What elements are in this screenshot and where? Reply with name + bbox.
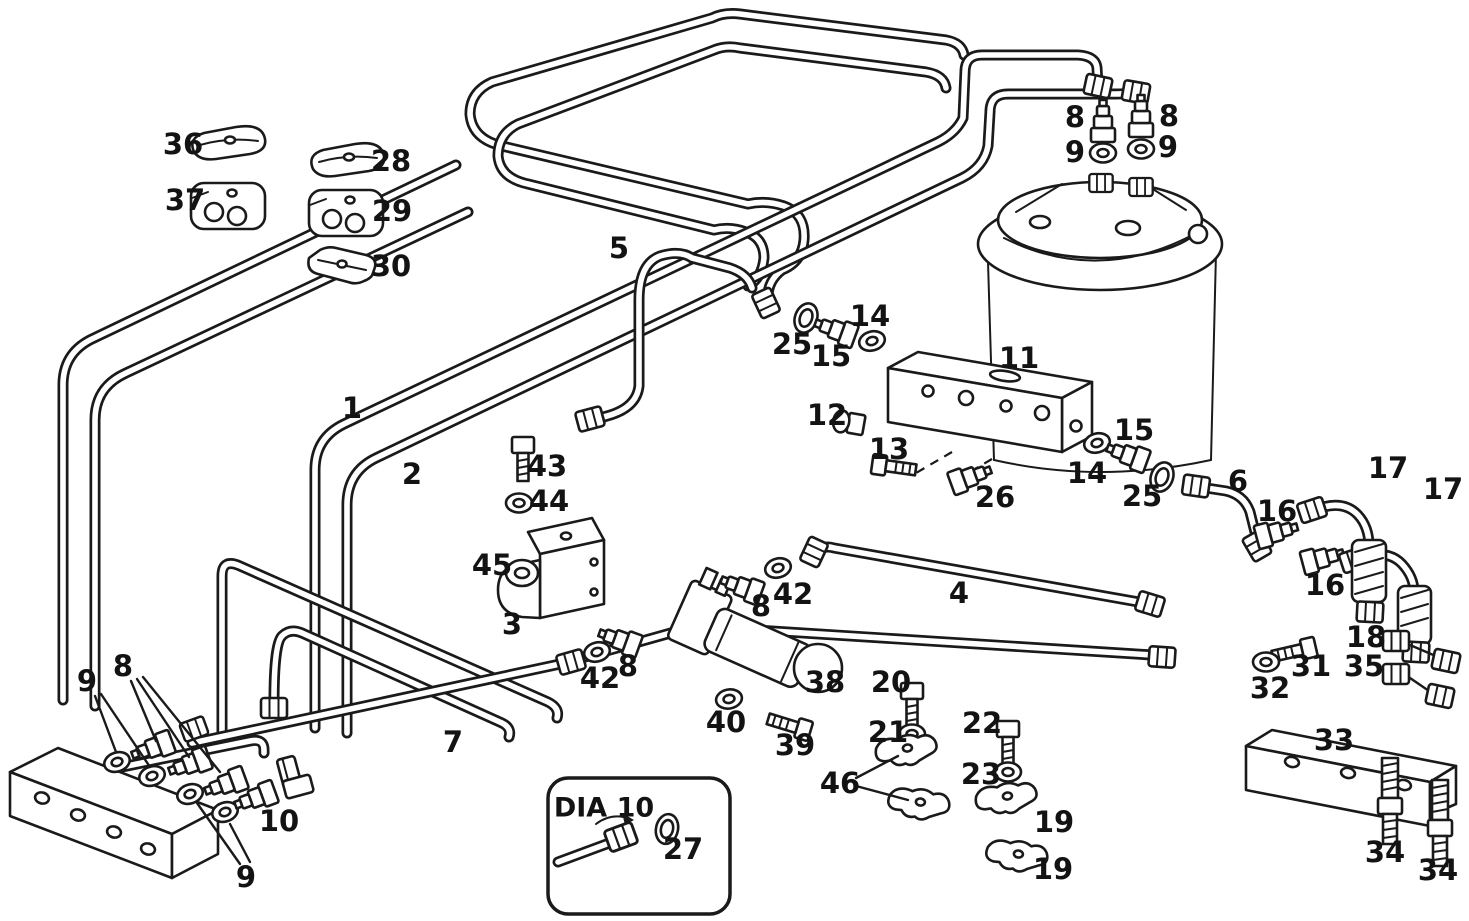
- part-label-8: 8: [1065, 100, 1085, 134]
- fuel-filter: [976, 172, 1224, 473]
- part-label-4: 4: [949, 576, 969, 610]
- part-label-35: 35: [1344, 649, 1384, 683]
- union-fitting-8: [1089, 98, 1117, 144]
- part-label-42: 42: [580, 661, 620, 695]
- filter-inlet-fittings: [1081, 72, 1156, 164]
- clamp-36: [191, 124, 267, 161]
- part-label-46: 46: [820, 766, 860, 800]
- part-label-17: 17: [1368, 451, 1408, 485]
- washer-9: [1126, 138, 1156, 160]
- part-label-39: 39: [775, 728, 815, 762]
- part-label-29: 29: [372, 194, 412, 228]
- part-label-8: 8: [1159, 99, 1179, 133]
- pipe-end-nut: [1133, 589, 1167, 619]
- part-label-30: 30: [371, 249, 411, 283]
- part-label-28: 28: [371, 144, 411, 178]
- junction-block-11: [886, 350, 1094, 481]
- leader-lines: [93, 675, 910, 866]
- clamp-46: [885, 784, 953, 824]
- stub-nut: [259, 696, 289, 720]
- part-label-34: 34: [1365, 835, 1405, 869]
- nut-18-mate: [1429, 647, 1463, 675]
- filter-boss-nut: [1088, 172, 1114, 194]
- part-label-10: 10: [259, 804, 299, 838]
- stud-34: [1376, 756, 1404, 846]
- part-label-12: 12: [807, 398, 847, 432]
- part-label-20: 20: [871, 665, 911, 699]
- part-label-5: 5: [609, 231, 629, 265]
- part-label-33: 33: [1314, 723, 1354, 757]
- pipe-end-nut: [573, 404, 607, 434]
- nut-18: [1381, 629, 1411, 653]
- pipe-end-nut: [1147, 644, 1177, 670]
- manifold-block-left: [8, 746, 220, 880]
- part-label-9: 9: [1158, 130, 1178, 164]
- left-fitting-cluster: [100, 696, 315, 827]
- part-label-27: 27: [663, 832, 703, 866]
- part-label-9: 9: [77, 664, 97, 698]
- part-label-44: 44: [529, 484, 569, 518]
- washer-9: [1088, 142, 1118, 164]
- part-label-23: 23: [961, 757, 1001, 791]
- part-label-6: 6: [1228, 464, 1248, 498]
- washer-32: [1251, 651, 1281, 673]
- part-label-14: 14: [850, 299, 890, 333]
- filter-boss-nut: [1128, 176, 1154, 198]
- part-label-8: 8: [751, 589, 771, 623]
- inset-dia10: DIA 10: [546, 776, 732, 916]
- part-label-18: 18: [1346, 620, 1386, 654]
- bracket-33-assembly: [1244, 728, 1458, 868]
- pipe-end-nut: [1081, 72, 1115, 100]
- part-label-3: 3: [502, 607, 522, 641]
- part-label-13: 13: [869, 432, 909, 466]
- part-label-1: 1: [342, 391, 362, 425]
- part-label-16: 16: [1257, 494, 1297, 528]
- part-label-37: 37: [165, 183, 205, 217]
- part-label-16: 16: [1305, 568, 1345, 602]
- damper-38-assembly: [666, 554, 844, 694]
- part-label-40: 40: [706, 705, 746, 739]
- part-label-19: 19: [1033, 852, 1073, 886]
- part-label-38: 38: [805, 665, 845, 699]
- part-label-21: 21: [868, 715, 908, 749]
- part-label-7: 7: [443, 725, 463, 759]
- part-label-31: 31: [1291, 649, 1331, 683]
- nut-35-mate: [1423, 682, 1457, 710]
- nut-35: [1381, 662, 1411, 686]
- part-label-17: 17: [1423, 472, 1463, 506]
- part-label-42: 42: [773, 577, 813, 611]
- part-label-36: 36: [163, 127, 203, 161]
- part-label-9: 9: [236, 860, 256, 894]
- part-label-8: 8: [113, 649, 133, 683]
- bracket-45-assembly: [496, 435, 606, 620]
- part-label-32: 32: [1250, 671, 1290, 705]
- part-label-2: 2: [402, 457, 422, 491]
- pipe-end-nut: [1180, 472, 1212, 500]
- part-label-22: 22: [962, 706, 1002, 740]
- part-label-43: 43: [527, 449, 567, 483]
- part-label-26: 26: [975, 480, 1015, 514]
- part-label-34: 34: [1418, 853, 1458, 887]
- part-label-25: 25: [772, 327, 812, 361]
- elbow-fitting-10: [275, 754, 315, 800]
- part-label-15: 15: [811, 339, 851, 373]
- part-label-45: 45: [472, 548, 512, 582]
- part-label-9: 9: [1065, 135, 1085, 169]
- part-label-11: 11: [999, 341, 1039, 375]
- pipe-end-nut: [798, 534, 830, 570]
- part-label-25: 25: [1122, 479, 1162, 513]
- part-label-14: 14: [1067, 456, 1107, 490]
- pipe-clamps-topleft: [189, 124, 386, 285]
- braided-hoses-17: [1252, 495, 1433, 664]
- part-label-8: 8: [618, 649, 638, 683]
- part-label-15: 15: [1114, 413, 1154, 447]
- inset-note: DIA 10: [554, 793, 654, 824]
- hose-coupling-nut: [1295, 495, 1329, 525]
- part-label-19: 19: [1034, 805, 1074, 839]
